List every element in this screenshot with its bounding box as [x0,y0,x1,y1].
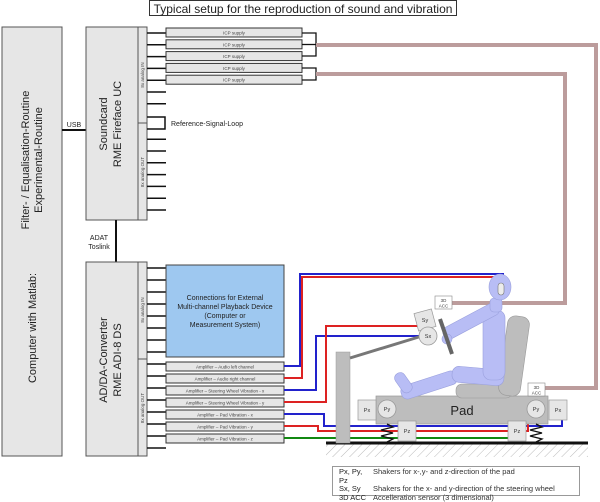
headphone [498,283,504,295]
amplifier-label: Amplifier – Audio right channel [195,377,256,382]
amplifier: Amplifier – Pad Vibration - z [166,434,284,443]
acc-sensor-seat: 3D ACC [528,383,545,396]
amplifier-label: Amplifier – Audio left channel [196,365,254,370]
acc-sensor-wheel: 3D ACC [435,296,452,309]
icp-supply-label: ICP supply [223,31,245,36]
soundcard-in-label: 8x analog IN [140,62,145,87]
amplifier-label: Amplifier – Steering Wheel Vibration - x [186,389,265,394]
pad-label: Pad [450,403,473,418]
soundcard-ports [147,33,166,210]
converter-in-label: 8x analog IN [140,297,145,322]
px-right-label: Px [555,408,562,414]
adat-label-1: ADAT [90,235,109,242]
amplifier: Amplifier – Steering Wheel Vibration - x [166,386,284,395]
soundcard-line2: RME Fireface UC [112,81,124,167]
icp-supply-label: ICP supply [223,54,245,59]
amplifier-label: Amplifier – Pad Vibration - y [197,425,253,430]
icp-supply-label: ICP supply [223,78,245,83]
icp-supply: ICP supply [166,40,302,49]
icp-merge-lines [302,33,316,80]
shaker-pz-left: Pz [398,421,416,441]
reference-loop-label: Reference-Signal-Loop [171,121,243,128]
amplifier-label: Amplifier – Steering Wheel Vibration - y [186,401,265,406]
legend-row: Px, Py, Pz Shakers for x-,y- and z-direc… [339,468,579,485]
converter-out-label: 8x analog OUT [140,393,145,424]
pz-right-label: Pz [514,429,521,435]
icp-supply: ICP supply [166,52,302,61]
px-left-label: Px [364,408,371,414]
acc-seat-line2: ACC [532,391,542,396]
amplifier: Amplifier – Pad Vibration - x [166,410,284,419]
amplifier: Amplifier – Pad Vibration - y [166,422,284,431]
routine-line2: Experimental-Routine [33,107,45,213]
soundcard-box: Soundcard RME Fireface UC 8x analog IN 8… [86,27,147,220]
soundcard-line1: Soundcard [98,97,110,150]
external-line1: Connections for External [187,295,264,302]
ground [326,443,588,457]
icp-supply: ICP supply [166,28,302,37]
converter-line1: AD/DA-Converter [98,317,110,403]
acc-wheel-cable [316,74,565,303]
shaker-px-right: Px [549,400,567,420]
shaker-px-left: Px [358,400,376,420]
converter-box: AD/DA-Converter RME ADI-8 DS 8x analog I… [86,262,147,456]
routine-line1: Filter- / Equalisation-Routine [20,91,32,230]
amplifier: Amplifier – Steering Wheel Vibration - y [166,398,284,407]
legend-desc: Shakers for x-,y- and z-direction of the… [373,468,515,485]
pz-left-label: Pz [404,429,411,435]
legend-row: 3D ACC Accelleration sensor (3 dimension… [339,494,579,502]
legend-key: 3D ACC [339,494,373,502]
usb-link: USB [62,122,86,130]
amplifier-group: Amplifier – Audio left channelAmplifier … [166,362,284,443]
converter-ports [147,268,166,448]
py-left-label: Py [384,407,391,413]
py-right-label: Py [533,407,540,413]
acc-wheel-line2: ACC [439,304,449,309]
amplifier: Amplifier – Audio right channel [166,374,284,383]
amplifier-label: Amplifier – Pad Vibration - z [197,437,253,442]
adat-label-2: Toslink [88,244,110,251]
pad-platform: Pad [376,396,548,424]
acc-seat-line1: 3D [534,385,541,390]
legend-box: Px, Py, Pz Shakers for x-,y- and z-direc… [332,466,580,496]
computer-label: Computer with Matlab: [27,273,39,383]
sx-label: Sx [425,334,432,340]
soundcard-out-label: 8x analog OUT [140,157,145,188]
adat-link: ADAT Toslink [88,220,116,262]
reference-signal-loop: Reference-Signal-Loop [147,117,243,129]
converter-line2: RME ADI-8 DS [112,323,124,396]
external-line4: Measurement System) [190,322,260,329]
shaker-py-left: Py [378,400,396,418]
icp-supply-label: ICP supply [223,66,245,71]
legend-key: Px, Py, Pz [339,468,373,485]
icp-supply-label: ICP supply [223,42,245,47]
acc-wheel-line1: 3D [441,298,448,303]
legend-desc: Accelleration sensor (3 dimensional) [373,494,494,502]
external-line2: Multi-channel Playback Device [177,304,272,311]
amplifier: Amplifier – Audio left channel [166,362,284,371]
icp-supply: ICP supply [166,75,302,84]
external-device-box: Connections for External Multi-channel P… [166,265,284,357]
driver-figure [393,274,511,401]
icp-supply: ICP supply [166,63,302,72]
computer-box: Computer with Matlab: Filter- / Equalisa… [2,27,62,456]
amplifier-label: Amplifier – Pad Vibration - x [197,413,253,418]
shaker-sx: Sx [419,327,437,345]
external-line3: (Computer or [204,313,246,320]
shaker-py-right: Py [527,400,545,418]
shaker-pz-right: Pz [508,421,526,441]
usb-label: USB [67,122,82,129]
sy-label: Sy [422,318,429,324]
